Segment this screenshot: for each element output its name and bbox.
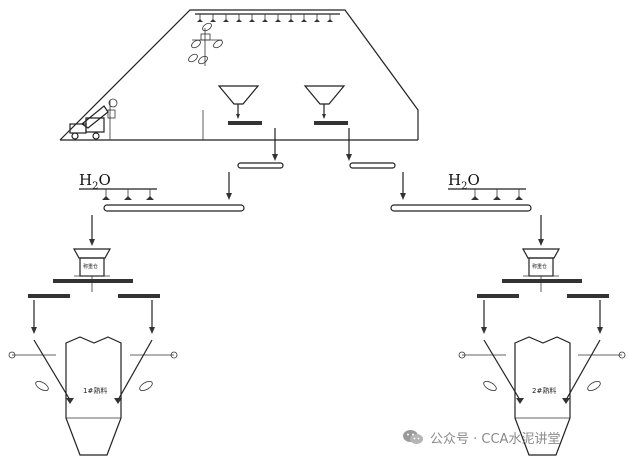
down-arrow-right-hopper	[538, 215, 544, 246]
weigh-hopper-left: 称重仓	[28, 248, 160, 298]
water-label-left: H2O	[79, 171, 111, 192]
fan-cluster-icon	[188, 22, 223, 66]
shed-hopper-left	[217, 85, 262, 125]
water-label-right: H2O	[448, 171, 480, 192]
dump-truck-icon	[69, 98, 118, 140]
sprinkler-head-icon	[262, 19, 268, 22]
silo-right: 2#熟料	[514, 336, 571, 456]
sprinkler-head-icon	[236, 19, 242, 22]
svg-text:1#熟料: 1#熟料	[83, 386, 107, 395]
wechat-icon	[403, 430, 423, 444]
weigh-hopper-right: 称重仓	[477, 248, 609, 298]
storage-shed	[59, 9, 419, 141]
roof-sprinkler-line	[195, 13, 340, 22]
sprinkler-head-icon	[288, 19, 294, 22]
short-belt-left	[237, 162, 284, 169]
sprinkler-head-icon	[197, 19, 203, 22]
down-arrow-left-hopper	[89, 215, 95, 246]
svg-text:H2O: H2O	[448, 171, 480, 192]
water-header-right	[448, 188, 526, 200]
watermark-text: 公众号 · CCA水泥讲堂	[430, 431, 561, 447]
silo-feed-left	[8, 300, 178, 404]
watermark: 公众号 · CCA水泥讲堂	[402, 427, 560, 447]
sprinkler-head-icon	[223, 19, 229, 22]
long-belt-left	[103, 204, 245, 212]
shed-hopper-right	[303, 85, 348, 125]
svg-text:H2O: H2O	[79, 171, 111, 192]
svg-text:2#熟料: 2#熟料	[532, 386, 556, 395]
sprinkler-head-icon	[210, 19, 216, 22]
sprinkler-head-icon	[301, 19, 307, 22]
sprinkler-head-icon	[275, 19, 281, 22]
water-header-left	[79, 188, 157, 200]
long-belt-right	[390, 204, 532, 212]
sprinkler-head-icon	[314, 19, 320, 22]
short-belt-right	[349, 162, 396, 169]
svg-text:称重仓: 称重仓	[83, 263, 98, 270]
sprinkler-head-icon	[249, 19, 255, 22]
silo-left: 1#熟料	[65, 336, 122, 456]
silo-feed-right	[458, 300, 626, 404]
down-arrows-to-long-belts	[226, 172, 406, 200]
sprinkler-head-icon	[327, 19, 333, 22]
svg-text:称重仓: 称重仓	[532, 263, 547, 270]
transfer-arrows	[272, 128, 352, 161]
